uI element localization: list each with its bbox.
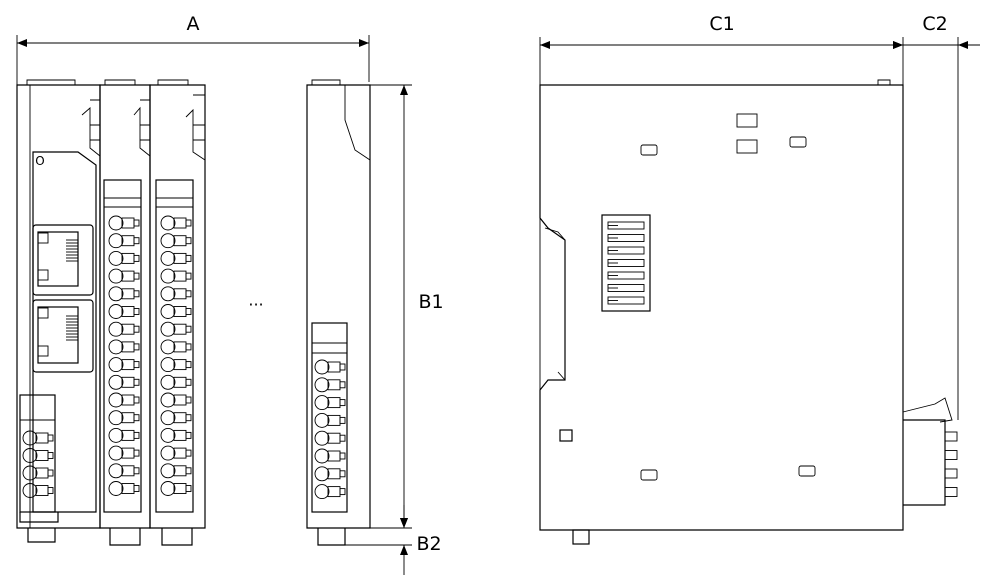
rj45-port-icon: [66, 239, 78, 262]
dip-switch-icon: [607, 284, 645, 292]
terminal-icon: [108, 463, 140, 479]
io-module-3: [133, 79, 206, 546]
terminal-icon: [22, 430, 54, 446]
terminal-icon: [314, 430, 346, 446]
terminal-icon: [160, 215, 192, 231]
dip-switch-icon: [607, 271, 645, 280]
terminal-icon: [314, 412, 346, 428]
terminal-icon: [160, 357, 192, 373]
terminal-icon: [108, 215, 140, 231]
rj45-port-icon: [66, 315, 78, 341]
coupler-marking: O: [35, 154, 45, 168]
connector-pin-icon: [944, 487, 958, 497]
dip-switch-icon: [607, 221, 645, 230]
terminal-icon: [160, 481, 192, 496]
terminal-icon: [160, 339, 192, 355]
terminal-icon: [108, 250, 140, 266]
terminal-icon: [22, 465, 54, 481]
dip-switch-icon: [607, 234, 645, 242]
terminal-icon: [108, 481, 140, 496]
terminal-icon: [160, 463, 192, 479]
dip-switch-icon: [607, 259, 645, 267]
terminal-icon: [108, 321, 140, 337]
terminal-icon: [160, 374, 192, 390]
dimension-c2-label: C2: [922, 13, 948, 35]
dimension-b2-label: B2: [416, 533, 442, 555]
connector-pin-icon: [944, 468, 958, 479]
dimension-c1-label: C1: [709, 13, 735, 35]
io-module-2: [81, 79, 151, 546]
terminal-icon: [160, 233, 192, 249]
terminal-icon: [160, 392, 192, 408]
terminal-icon: [22, 483, 54, 498]
terminal-icon: [108, 427, 140, 443]
dimension-a: [16, 35, 370, 86]
coupler-module: [16, 79, 101, 543]
terminal-icon: [314, 484, 346, 500]
connector-pin-icon: [944, 450, 958, 460]
dimension-b: [345, 84, 412, 575]
terminal-icon: [314, 448, 346, 464]
dimension-a-label: A: [186, 13, 200, 35]
terminal-icon: [108, 410, 140, 426]
terminal-icon: [160, 286, 192, 302]
terminal-icon: [160, 410, 192, 426]
terminal-icon: [108, 304, 140, 319]
terminal-icon: [160, 427, 192, 443]
dimension-b1-label: B1: [418, 291, 444, 313]
terminal-icon: [160, 304, 192, 319]
terminal-icon: [108, 286, 140, 302]
connector-pin-icon: [944, 431, 958, 442]
terminal-icon: [108, 339, 140, 355]
dip-switch-icon: [607, 246, 645, 255]
terminal-icon: [314, 377, 346, 393]
dip-switch-icon: [607, 296, 645, 305]
terminal-icon: [160, 321, 192, 337]
terminal-icon: [160, 268, 192, 284]
terminal-icon: [22, 448, 54, 463]
terminal-icon: [108, 357, 140, 373]
terminal-icon: [314, 395, 346, 411]
terminal-icon: [108, 445, 140, 461]
terminal-icon: [160, 445, 192, 461]
terminal-icon: [108, 233, 140, 249]
io-module-last: [306, 79, 371, 546]
dimension-c: [539, 37, 980, 420]
side-view: [539, 79, 953, 545]
terminal-icon: [108, 392, 140, 408]
terminal-icon: [108, 268, 140, 284]
terminal-icon: [314, 359, 346, 375]
terminal-icon: [314, 466, 346, 482]
module-ellipsis: ...: [248, 290, 264, 310]
terminal-icon: [160, 250, 192, 266]
terminal-icon: [108, 374, 140, 390]
